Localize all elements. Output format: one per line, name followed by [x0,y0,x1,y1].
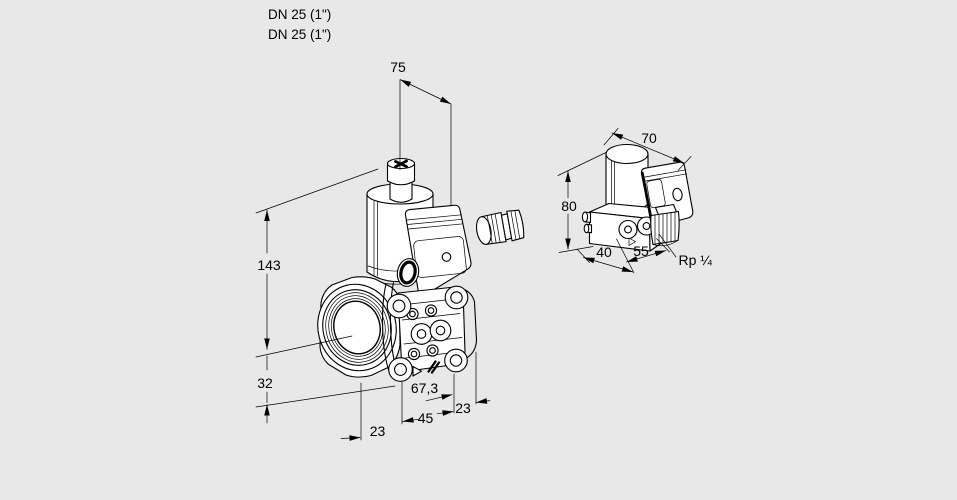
main-view-dimensions: 75 143 32 23 [255,59,491,441]
connector-box [404,204,472,297]
dim-label-23-right: 23 [455,400,471,416]
side-view-dimensions: 70 80 40 55 [557,128,713,274]
dim-label-23-left: 23 [370,423,386,439]
dimension-143: 143 [255,168,379,358]
dimension-45: 45 [402,410,454,426]
dimension-75: 75 [390,59,452,206]
dimension-70: 70 [603,128,692,171]
valve-body-plate [382,281,478,382]
dim-label-75: 75 [390,59,406,75]
dim-label-55: 55 [633,243,649,259]
flange-bolts [386,285,469,382]
reference-hatch-mark [427,360,441,374]
knob-slot-icon [394,159,408,169]
cable-gland [475,209,525,245]
thread-callout: Rp ¼ [658,233,713,268]
dim-label-32: 32 [257,375,273,391]
threaded-inlet-flange [317,276,401,378]
dim-label-40: 40 [596,244,612,260]
dimension-32: 32 [255,355,396,424]
flow-direction-icon [412,365,423,377]
dimension-23-right: 23 [455,398,491,416]
side-pressure-port [618,219,638,240]
dim-label-67-3: 67,3 [411,380,438,396]
dimension-23-left: 23 [340,423,386,441]
side-cable-gland [650,203,680,247]
port-size-labels: DN 25 (1") DN 25 (1") [268,7,331,42]
clamp-strap [382,283,390,372]
port-size-label-1: DN 25 (1") [268,7,331,22]
pressure-port [429,319,452,342]
screw [406,304,439,361]
side-flow-direction-icon [628,237,636,246]
dim-label-45: 45 [418,410,434,426]
side-connector-box [640,161,694,228]
cable-grommet [396,258,420,287]
dim-label-70: 70 [641,130,657,146]
test-nipple [581,211,593,234]
dimension-80: 80 [557,152,607,253]
side-valve-isometric [581,143,694,252]
dim-label-80: 80 [561,198,577,214]
dimension-40: 40 [576,238,635,274]
pressure-port [410,323,433,345]
dim-label-143: 143 [257,257,281,273]
port-size-label-2: DN 25 (1") [268,27,331,42]
thread-label: Rp ¼ [679,252,713,268]
dimension-67-3: 67,3 [411,380,453,402]
actuator-knob [386,157,416,203]
main-valve-isometric [317,157,525,382]
dimension-55: 55 [626,238,670,263]
